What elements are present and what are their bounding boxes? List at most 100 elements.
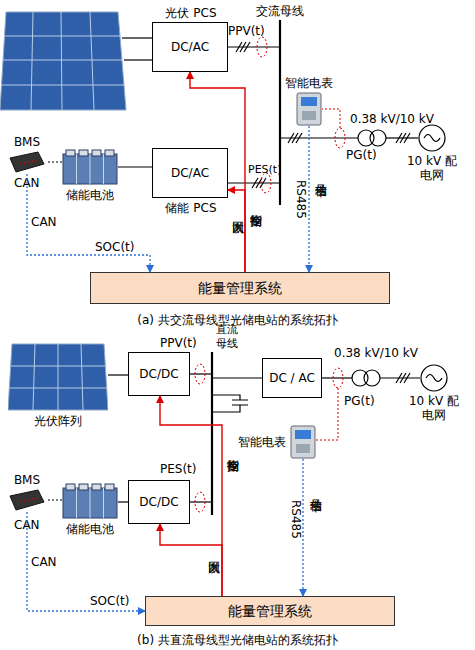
battery-pack-outline [62,482,118,520]
dc-wire [212,377,262,378]
capacitor-symbol [212,395,248,412]
node-label: 光伏 PCS [149,6,233,20]
dc-wire [122,37,152,38]
control-link [160,524,222,596]
pv-grid [1,12,124,110]
signal-label: RS485 [289,500,303,539]
node-label: 光伏阵列 [8,414,108,428]
node-label: 储能电池 [62,188,118,202]
signal-label: SOC(t) [90,594,130,608]
measure-ring [195,492,205,512]
node-label: 智能电表 [281,76,337,90]
figure-caption: (b) 共直流母线型光储电站的系统拓扑 [0,633,475,647]
measure-ring [257,37,267,57]
node-text-area: DC/AC [153,149,227,197]
signal-label: 交流母线 [256,4,304,18]
ac-wire [228,182,280,183]
can-link [46,499,62,500]
grid-source: 10 kV 配电网 [420,364,448,392]
transformer-symbol [370,130,386,146]
dc-wire [124,59,152,60]
ac-wire [228,46,280,47]
node-label: BMS [8,473,46,487]
signal-label: PG(t) [344,394,375,408]
three-phase-mark [236,42,250,52]
power-wire [108,374,128,375]
node-text-area: DC/AC [153,23,227,71]
bms-unit-outline [8,150,46,174]
measure-ring [335,128,345,148]
node-text-area: DC/DC [129,353,189,395]
three-phase-mark [396,373,410,383]
node-label: DC/DC [139,367,178,381]
battery-pack: 储能电池 [62,482,118,520]
smart-meter: 智能电表 [290,425,316,459]
dcac-box: DC / AC [262,358,322,398]
signal-label: CAN [31,215,57,229]
pcs-box: DC/AC储能 PCS [152,148,228,198]
signal-label: PES(t) [248,163,281,177]
meter-lead [322,109,340,128]
bms-unit: BMS [8,488,46,512]
ac-wire [322,377,352,378]
signal-label: PG(t) [346,148,377,162]
node-label: 储能电池 [62,522,118,536]
ems-box: 能量管理系统 [145,596,395,626]
battery-pack-outline [62,148,118,186]
smart-meter-outline [296,92,322,126]
node-label: DC/AC [171,166,209,180]
pcs-box: 光伏 PCSDC/AC [152,22,228,72]
signal-label: PES(t) [160,462,197,476]
signal-label: 0.38 kV/10 kV [334,346,418,360]
ac-bus [279,20,281,205]
node-text-area: 能量管理系统 [146,597,394,625]
power-wire [118,501,128,502]
node-label: BMS [8,135,46,149]
smart-meter-outline [290,425,316,459]
node-text-area: DC / AC [263,359,321,397]
dc-wire [190,373,212,374]
node-label: DC / AC [269,371,315,385]
node-label: 能量管理系统 [198,281,282,295]
battery-pack: 储能电池 [62,148,118,186]
dc-wire [190,501,212,502]
node-label: 智能电表 [228,435,286,449]
signal-label: PPV(t) [160,336,197,350]
ems-box: 能量管理系统 [90,272,390,304]
signal-link [27,174,150,272]
node-text-area: DC/DC [129,481,189,523]
three-phase-mark [288,133,302,143]
ac-wire [386,137,418,138]
ac-wire [380,377,420,378]
signal-label: PPV(t) [228,24,265,38]
power-wire [118,166,152,167]
node-label: DC/DC [139,495,178,509]
node-label: 10 kV 配电网 [402,154,462,182]
dcdc-box: DC/DC [128,352,190,396]
node-label: 能量管理系统 [228,604,312,618]
pv-array-illustration [0,12,126,110]
signal-label: 0.38 kV/10 kV [350,112,434,126]
pv-array-outline [8,342,108,412]
node-label: 储能 PCS [149,201,233,215]
bms-unit-outline [8,488,46,512]
grid-source-outline [418,124,446,152]
signal-label: CAN [14,176,40,190]
dcdc-box: DC/DC [128,480,190,524]
pv-panel [0,12,126,110]
node-label: DC/AC [171,40,209,54]
signal-link [308,126,309,272]
signal-link [27,512,145,611]
three-phase-mark [252,178,266,188]
signal-label: CAN [31,555,57,569]
node-text-area: 能量管理系统 [91,273,389,303]
signal-label: RS485 [294,180,308,219]
signal-label: SOC(t) [95,240,135,254]
grid-source-outline [420,364,448,392]
dc-bus [211,352,213,515]
can-link [46,161,62,162]
grid-source: 10 kV 配电网 [418,124,446,152]
measure-ring [333,368,343,388]
control-link [228,190,245,272]
